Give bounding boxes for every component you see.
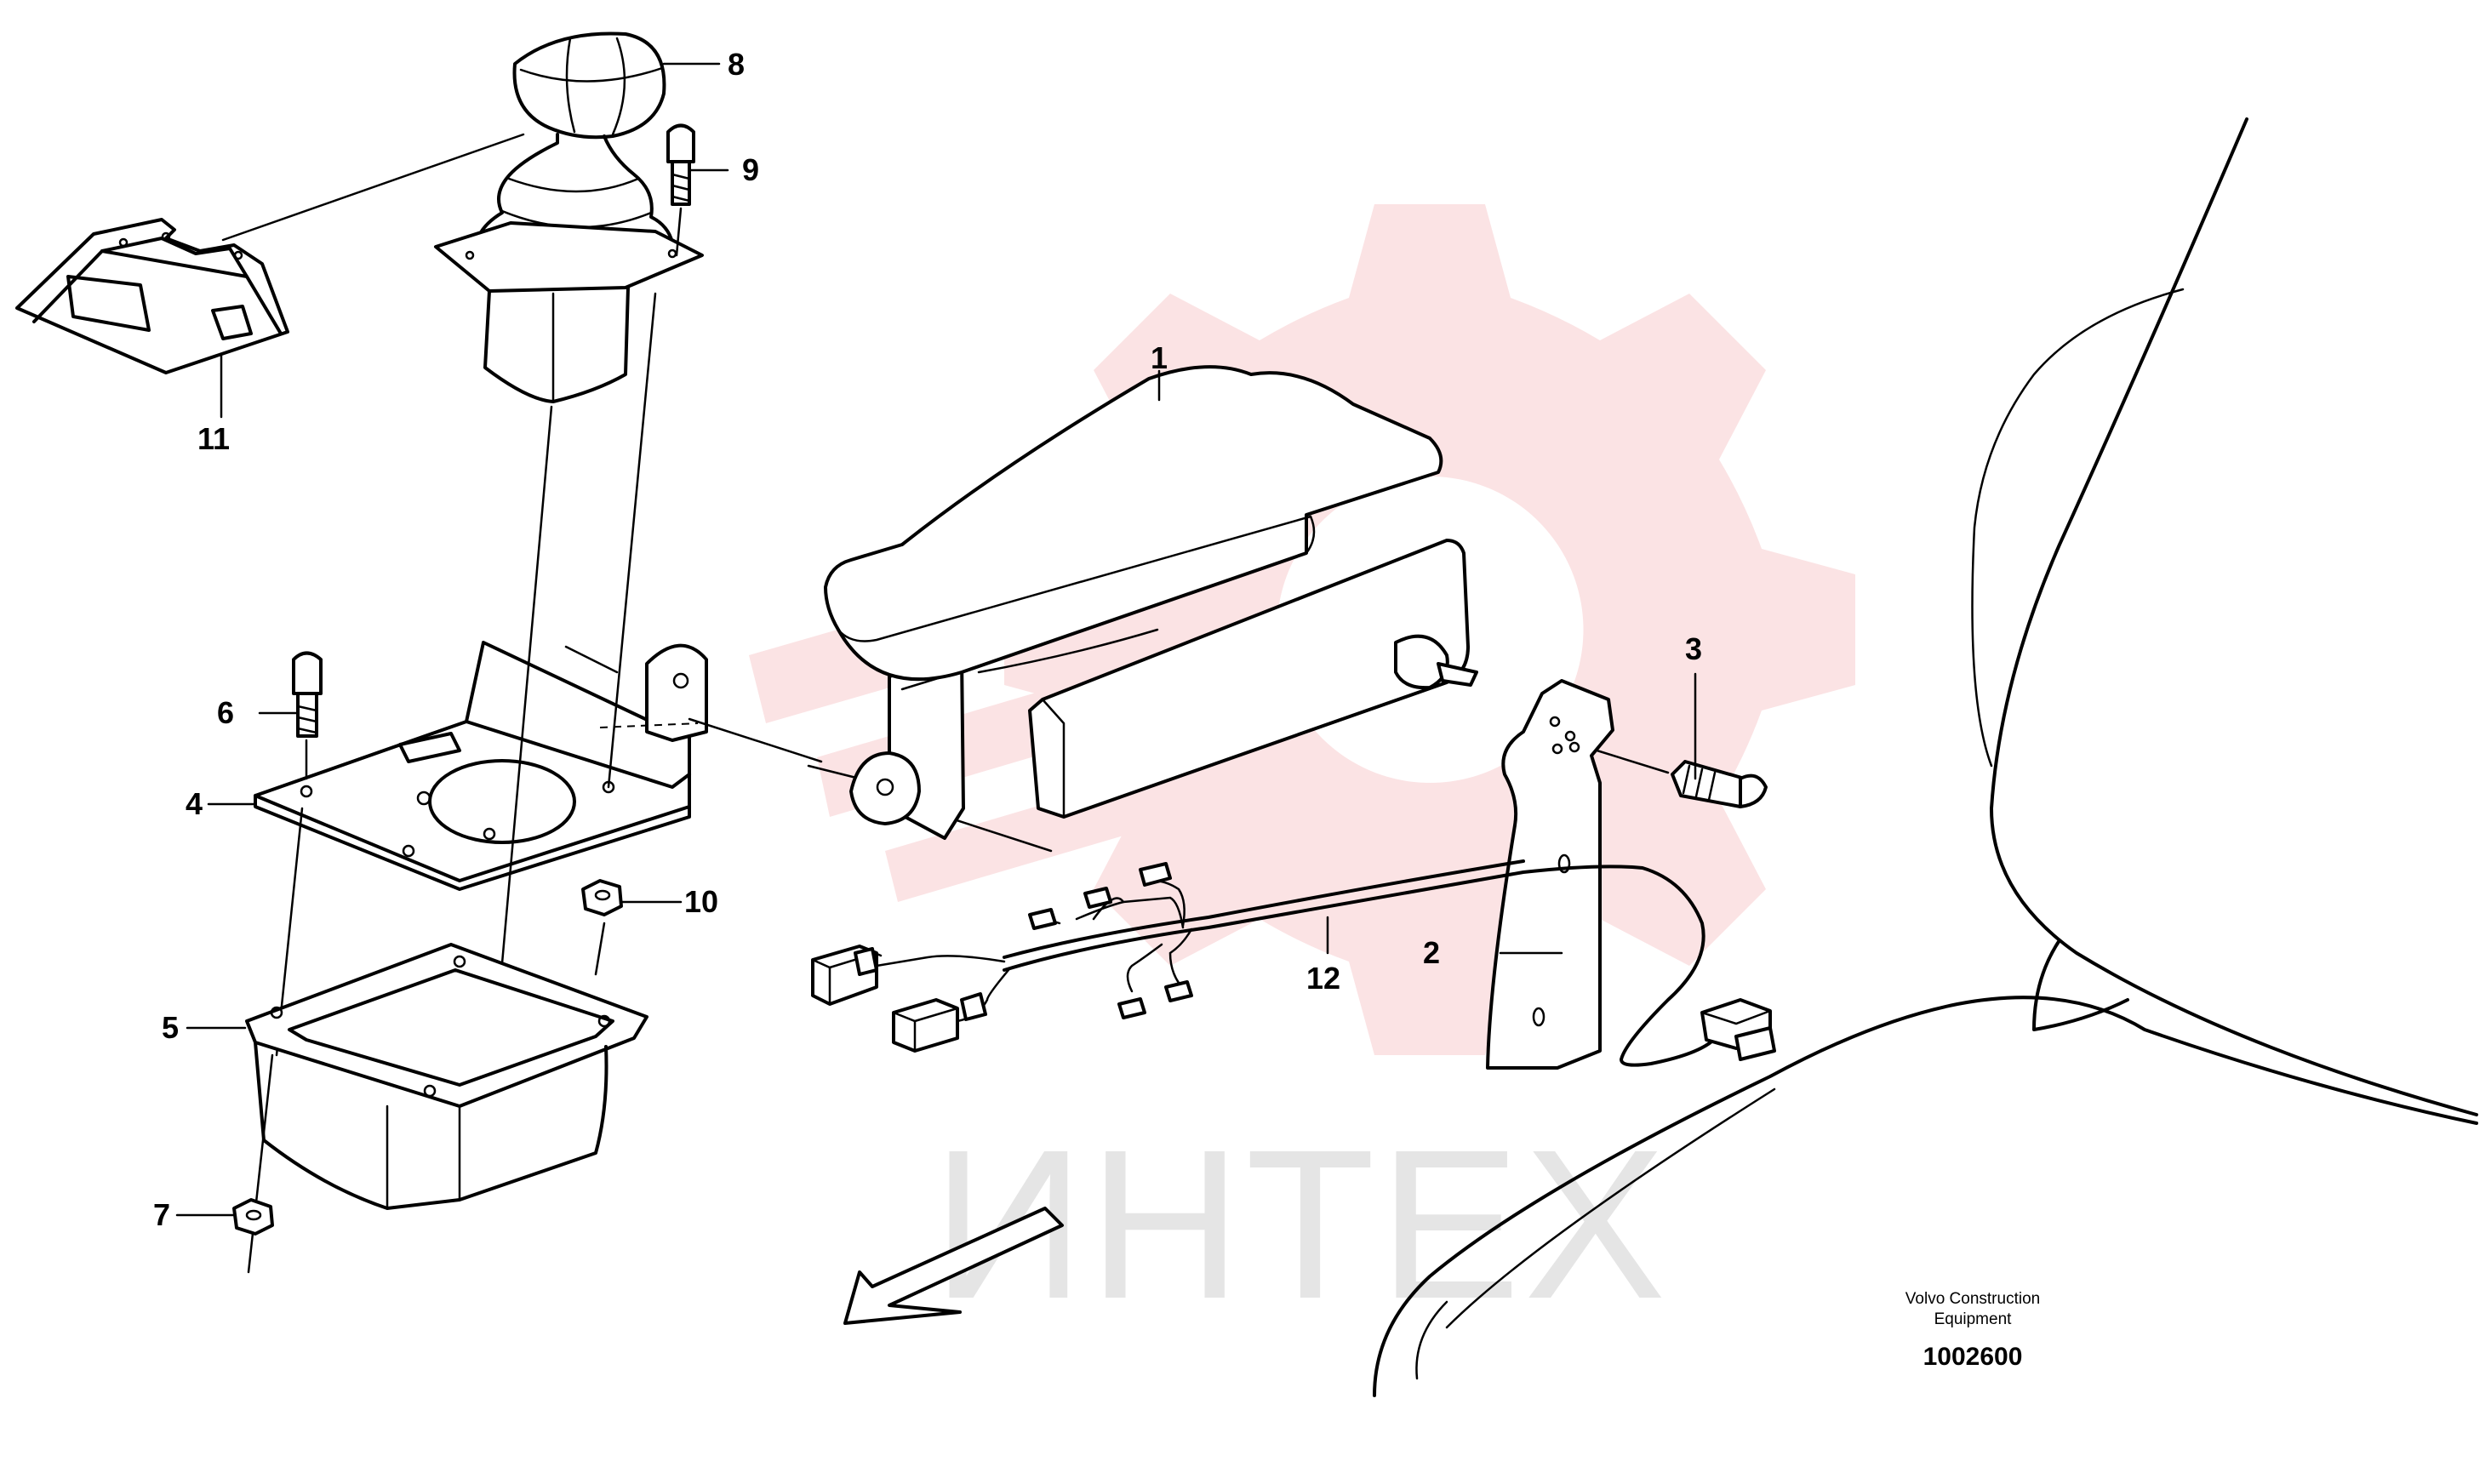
callout-2: 2 xyxy=(1423,935,1440,970)
part-5-housing xyxy=(245,943,648,1210)
callout-11: 11 xyxy=(197,421,230,456)
callout-12: 12 xyxy=(1306,961,1340,996)
part-2-bracket xyxy=(1486,679,1614,1070)
caption-manufacturer-line1: Volvo Construction xyxy=(1905,1290,2040,1308)
part-11-cover-plate xyxy=(15,133,525,374)
alignment-lines xyxy=(247,207,1053,1274)
part-10-nut xyxy=(581,879,623,916)
leader-lines xyxy=(175,62,1697,1217)
part-8-knob xyxy=(512,31,666,140)
callout-10: 10 xyxy=(684,884,718,919)
callout-3: 3 xyxy=(1685,631,1702,666)
joystick-lever xyxy=(434,133,704,403)
callout-7: 7 xyxy=(153,1197,170,1232)
callout-1: 1 xyxy=(1151,340,1168,375)
callout-5: 5 xyxy=(162,1010,179,1045)
callout-6: 6 xyxy=(217,695,234,730)
part-4-mounting-plate xyxy=(254,641,708,891)
operator-seat xyxy=(1373,117,2478,1397)
forward-direction-arrow xyxy=(843,1207,1064,1325)
part-1-armrest xyxy=(824,365,1478,840)
part-7-nut xyxy=(232,1198,274,1236)
part-6-bolt xyxy=(292,651,323,738)
part-9-bolt xyxy=(666,123,695,206)
part-12-wiring-harness xyxy=(811,859,1776,1067)
callout-9: 9 xyxy=(742,152,759,187)
callout-4: 4 xyxy=(186,786,203,821)
caption-manufacturer-line2: Equipment xyxy=(1934,1310,2013,1328)
callout-8: 8 xyxy=(728,47,745,82)
part-3-bolt xyxy=(1590,747,1768,808)
diagram-code: 1002600 xyxy=(1923,1343,2023,1371)
